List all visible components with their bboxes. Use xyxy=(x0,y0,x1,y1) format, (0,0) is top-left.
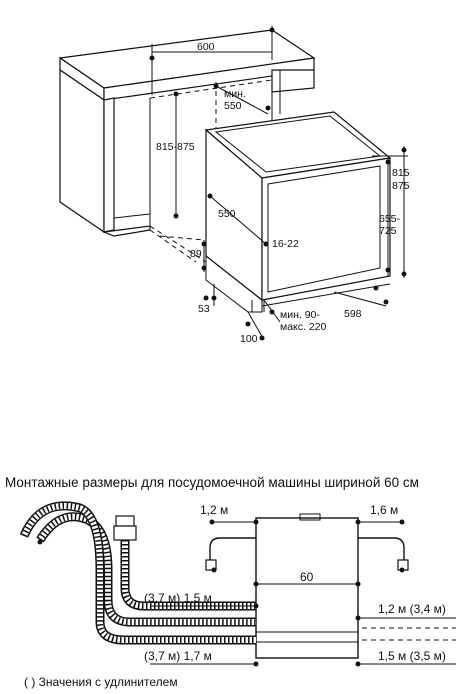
label-right-top: 1,6 м xyxy=(370,503,398,517)
label-plinth-height: 89 xyxy=(190,248,202,260)
label-plinth-depth: 100 xyxy=(240,333,258,345)
label-plinth-range-1: мин. 90- xyxy=(280,309,320,321)
label-appliance-width: 598 xyxy=(344,308,362,320)
label-right-upper: 1,2 м (3,4 м) xyxy=(378,602,446,616)
label-height-1: 815 xyxy=(392,167,410,179)
label-left-hose-lower: (3,7 м) 1,7 м xyxy=(144,649,212,663)
label-front-height-1: 655- xyxy=(379,213,401,225)
caption: Монтажные размеры для посудомоечной маши… xyxy=(5,475,419,490)
label-door-gap: 16-22 xyxy=(272,238,299,250)
top-dimension-labels: 600 мин. 550 815-875 550 16-22 815 875 6… xyxy=(156,41,410,345)
bottom-dimension-labels: 1,2 м 1,6 м 60 (3,7 м) 1,5 м (3,7 м) 1,7… xyxy=(144,503,446,663)
connection-diagram xyxy=(19,501,456,667)
label-center-width: 60 xyxy=(300,570,314,584)
dishwasher-drawing xyxy=(204,111,392,313)
label-niche-depth-2: 550 xyxy=(224,100,242,112)
label-niche-depth-1: мин. xyxy=(224,88,246,100)
label-foot-height: 53 xyxy=(198,303,210,315)
label-appliance-depth: 550 xyxy=(218,208,236,220)
label-cabinet-width: 600 xyxy=(197,41,215,53)
label-height-2: 875 xyxy=(392,180,410,192)
dimension-lines xyxy=(149,26,408,341)
label-niche-height: 815-875 xyxy=(156,141,195,153)
label-right-lower: 1,5 м (3,5 м) xyxy=(378,649,446,663)
label-plinth-range-2: макс. 220 xyxy=(280,321,327,333)
footnote: ( ) Значения с удлинителем xyxy=(24,675,178,689)
label-left-top: 1,2 м xyxy=(200,503,228,517)
label-left-hose-upper: (3,7 м) 1,5 м xyxy=(144,591,212,605)
cabinet-drawing xyxy=(58,29,316,263)
label-front-height-2: 725 xyxy=(379,225,397,237)
